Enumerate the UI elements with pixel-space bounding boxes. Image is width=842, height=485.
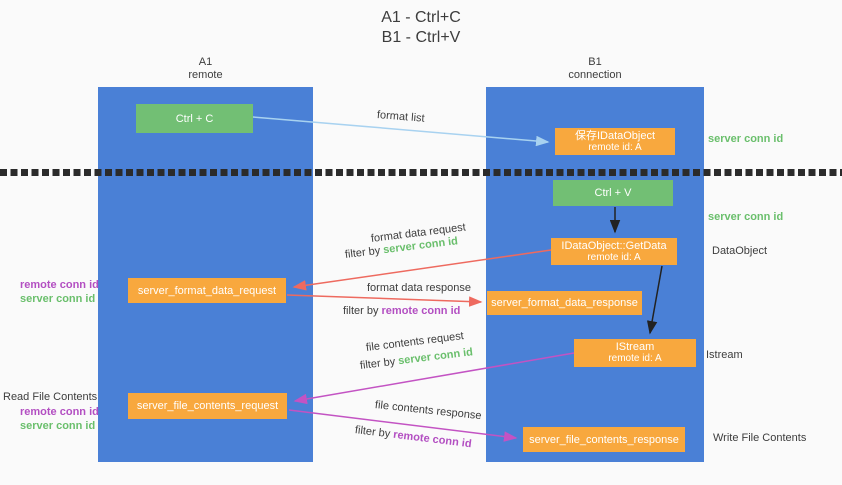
- read-file-contents-label: Read File Contents: [3, 391, 98, 403]
- server-file-contents-response-label: server_file_contents_response: [529, 433, 679, 446]
- ctrl-v-label: Ctrl + V: [594, 187, 632, 199]
- title-line-2: B1 - Ctrl+V: [381, 29, 461, 46]
- server-conn-id-label-left-1: server conn id: [20, 293, 96, 305]
- ctrl-c-node: Ctrl + C: [136, 104, 253, 133]
- file-contents-request-arrow: [293, 352, 575, 405]
- write-file-contents-label: Write File Contents: [713, 432, 807, 444]
- lifeline-b1-name: B1: [588, 56, 602, 68]
- istream-line1: IStream: [615, 341, 655, 353]
- remote-conn-id-text: remote conn id: [381, 305, 461, 317]
- getdata-line2: remote id: A: [587, 251, 641, 263]
- istream-line2: remote id: A: [608, 353, 662, 364]
- title-line-1: A1 - Ctrl+C: [381, 9, 461, 26]
- server-conn-id-label-right-1: server conn id: [708, 133, 784, 145]
- server-file-contents-request-node: server_file_contents_request: [128, 393, 287, 419]
- save-idataobject-node: 保存IDataObject remote id: A: [555, 128, 675, 155]
- istream-side-label: Istream: [706, 349, 743, 361]
- getdata-line1: IDataObject::GetData: [561, 239, 667, 252]
- format-list-arrow: [252, 116, 550, 147]
- istream-node: IStream remote id: A: [574, 339, 696, 367]
- remote-conn-id-label-left-2: remote conn id: [20, 406, 99, 418]
- lifeline-header-a1: A1 remote: [98, 56, 313, 82]
- dataobject-label: DataObject: [712, 245, 768, 257]
- server-format-data-response-label: server_format_data_response: [491, 297, 638, 309]
- server-format-data-request-node: server_format_data_request: [128, 278, 286, 303]
- ctrl-c-label: Ctrl + C: [175, 112, 214, 125]
- format-data-response-filter-label: filter by remote conn id: [343, 305, 460, 317]
- file-contents-response-arrow: [288, 409, 518, 442]
- server-format-data-request-label: server_format_data_request: [137, 284, 277, 297]
- diagram-title: A1 - Ctrl+C B1 - Ctrl+V: [0, 8, 842, 48]
- server-conn-id-label-left-2: server conn id: [20, 420, 96, 432]
- save-idataobject-line1: 保存IDataObject: [574, 129, 656, 142]
- format-data-request-arrow: [292, 249, 552, 291]
- lifeline-header-b1: B1 connection: [486, 56, 704, 82]
- format-data-response-label: format data response: [367, 282, 471, 294]
- server-file-contents-response-node: server_file_contents_response: [523, 427, 685, 452]
- server-format-data-response-node: server_format_data_response: [487, 291, 642, 315]
- lifeline-a1-subtitle: remote: [188, 69, 223, 81]
- save-idataobject-line2: remote id: A: [588, 141, 642, 153]
- format-data-response-arrow: [286, 294, 483, 307]
- remote-conn-id-label-left-1: remote conn id: [20, 279, 99, 291]
- ctrl-v-node: Ctrl + V: [553, 180, 673, 206]
- getdata-to-istream-arrow: [646, 265, 663, 335]
- phase-divider-dotted-line: [0, 169, 842, 176]
- lifeline-a1-name: A1: [198, 56, 213, 68]
- filter-by-text: filter by: [343, 305, 382, 317]
- idataobject-getdata-node: IDataObject::GetData remote id: A: [551, 238, 677, 265]
- server-file-contents-request-label: server_file_contents_request: [136, 400, 279, 412]
- server-conn-id-label-right-2: server conn id: [708, 211, 784, 223]
- lifeline-b1-subtitle: connection: [568, 69, 622, 81]
